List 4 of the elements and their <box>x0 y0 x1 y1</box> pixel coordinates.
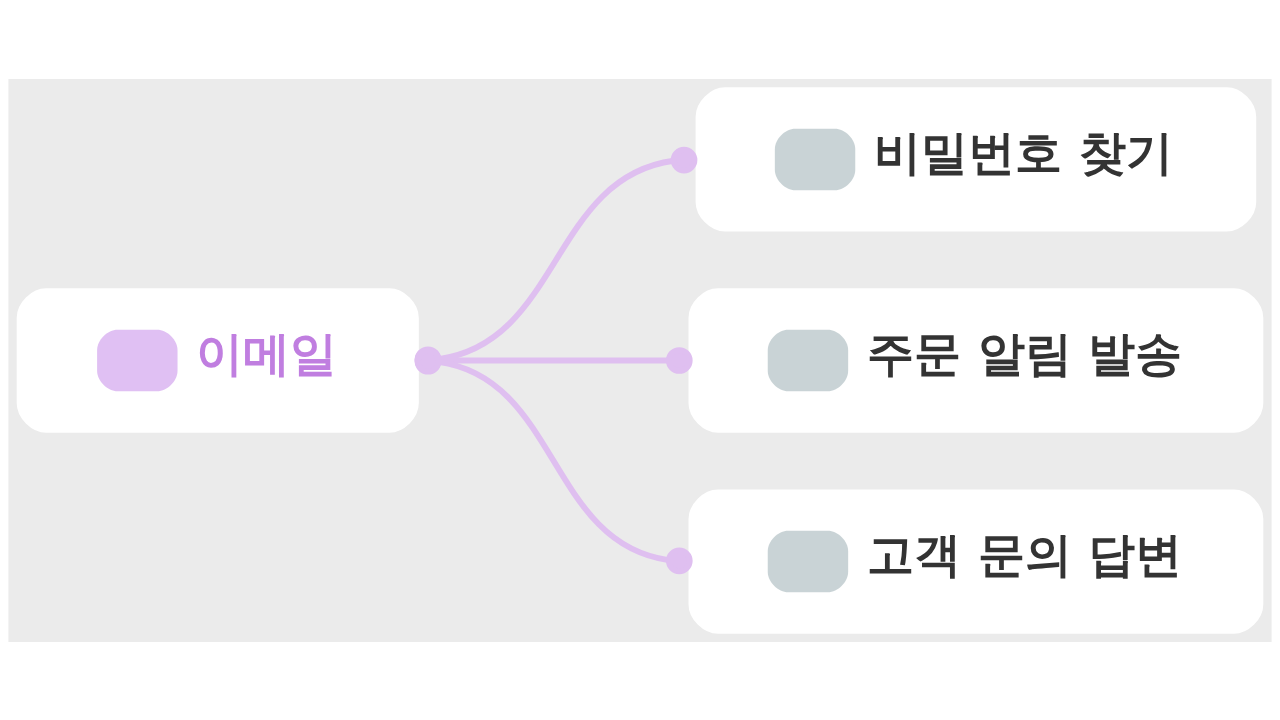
node-box: 주문 알림 발송 <box>688 287 1264 433</box>
node-box: 비밀번호 찾기 <box>695 86 1257 232</box>
node-box: 이메일 <box>16 287 419 433</box>
node-box: 고객 문의 답변 <box>688 488 1264 634</box>
